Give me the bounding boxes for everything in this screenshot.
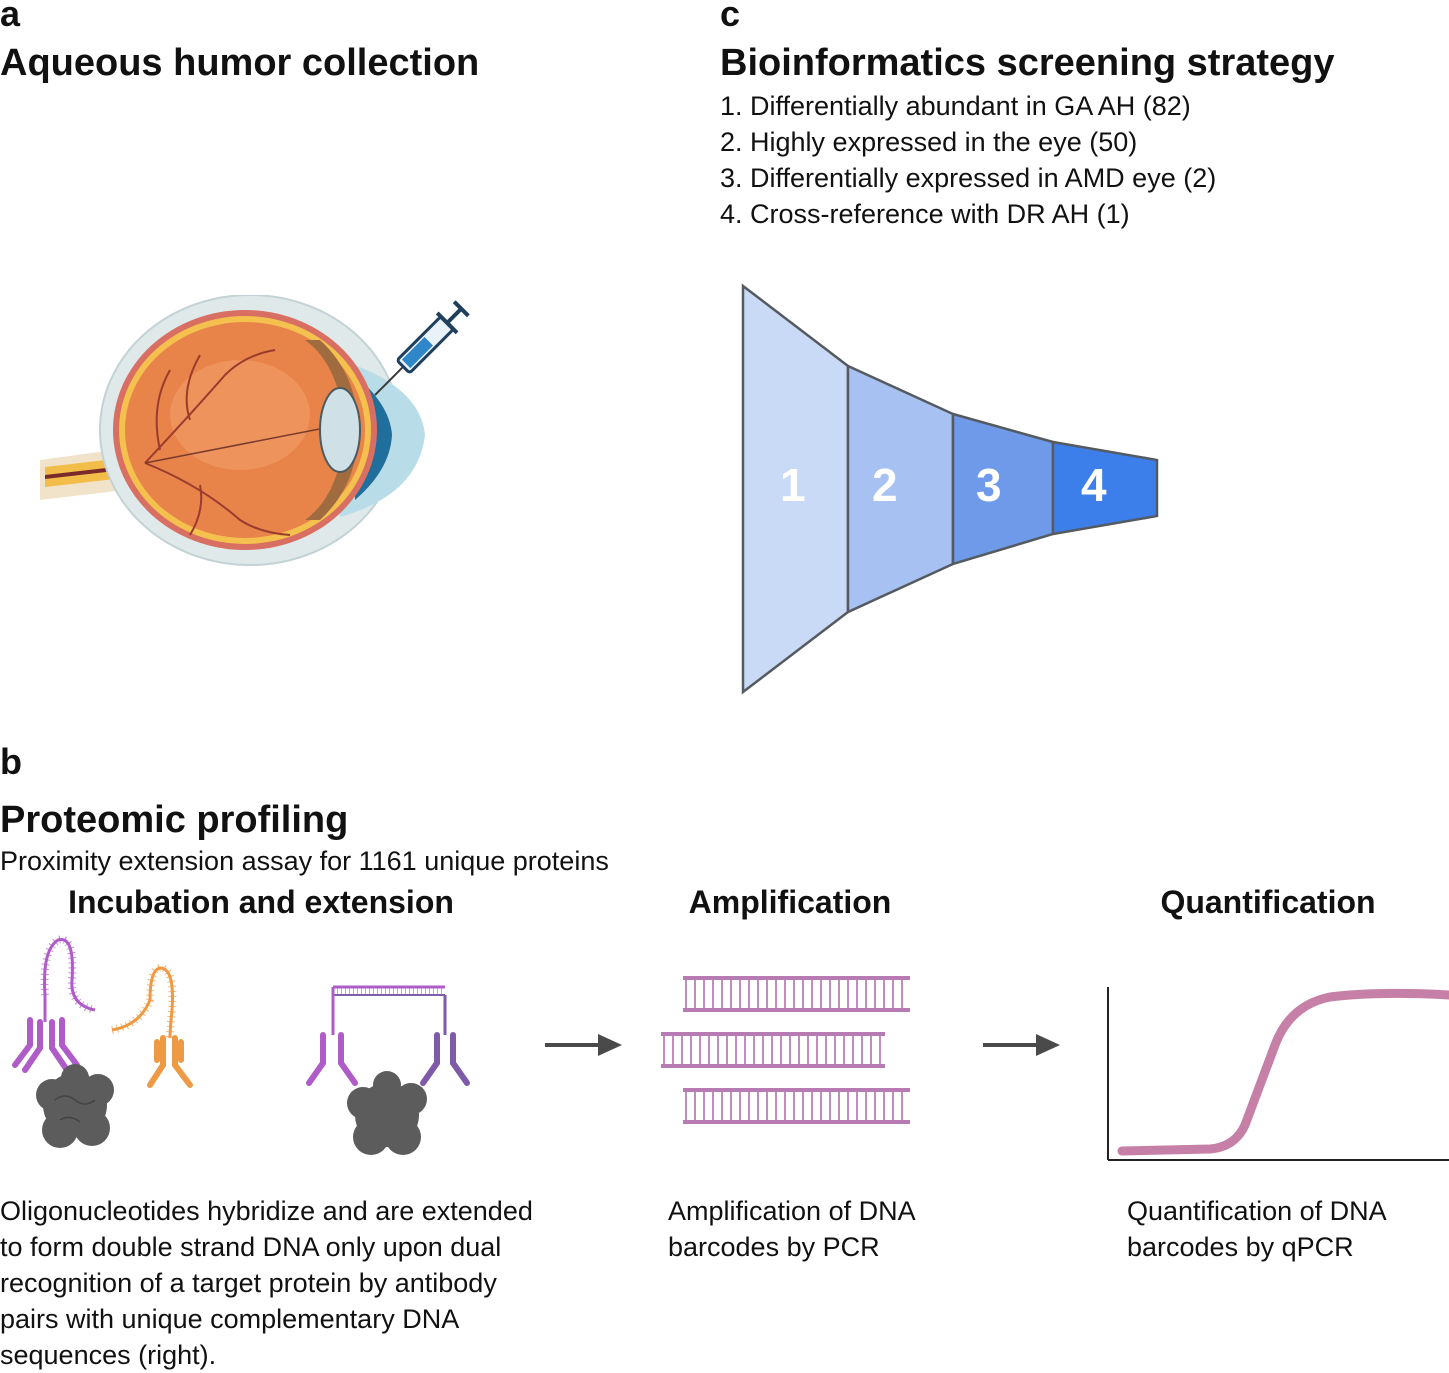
funnel-stage-4 [1051, 440, 1159, 536]
bound-antibody-pair-icon [306, 985, 470, 1155]
arrow-right-icon [545, 1034, 622, 1056]
screening-step-2: 2. Highly expressed in the eye (50) [720, 127, 1138, 157]
panel-c-letter: c [720, 0, 741, 34]
dna-barcodes-icon [661, 976, 910, 1124]
caption-quantification: Quantification of DNA barcodes by qPCR [1127, 1196, 1386, 1262]
unbound-antibody-pair-icon [12, 935, 193, 1148]
caption-incubation: Oligonucleotides hybridize and are exten… [0, 1196, 533, 1370]
panel-a-title: Aqueous humor collection [0, 42, 480, 84]
screening-step-1: 1. Differentially abundant in GA AH (82) [720, 91, 1191, 121]
funnel-stage-3 [951, 412, 1055, 566]
stage-heading-incubation: Incubation and extension [68, 884, 454, 920]
caption-amplification: Amplification of DNA barcodes by PCR [668, 1196, 915, 1262]
panel-b-letter: b [0, 741, 22, 782]
funnel-label-1: 1 [780, 459, 806, 511]
panel-b-title: Proteomic profiling [0, 799, 349, 841]
stage-heading-quantification: Quantification [1160, 884, 1376, 920]
funnel-label-2: 2 [872, 459, 898, 511]
screening-step-4: 4. Cross-reference with DR AH (1) [720, 199, 1130, 229]
stage-heading-amplification: Amplification [688, 884, 892, 920]
funnel-label-3: 3 [976, 459, 1002, 511]
qpcr-curve-icon [1107, 987, 1449, 1161]
panel-c-title: Bioinformatics screening strategy [720, 42, 1335, 84]
screening-funnel: 1 2 3 4 [741, 283, 1159, 695]
screening-steps-list: 1. Differentially abundant in GA AH (82)… [720, 88, 1216, 232]
funnel-stage-2 [846, 364, 955, 614]
arrow-right-icon [983, 1034, 1060, 1056]
eye-with-syringe-icon [40, 295, 470, 566]
screening-step-3: 3. Differentially expressed in AMD eye (… [720, 163, 1217, 193]
panel-b-subtitle: Proximity extension assay for 1161 uniqu… [0, 846, 609, 876]
panel-a-letter: a [0, 0, 21, 34]
funnel-label-4: 4 [1081, 459, 1107, 511]
